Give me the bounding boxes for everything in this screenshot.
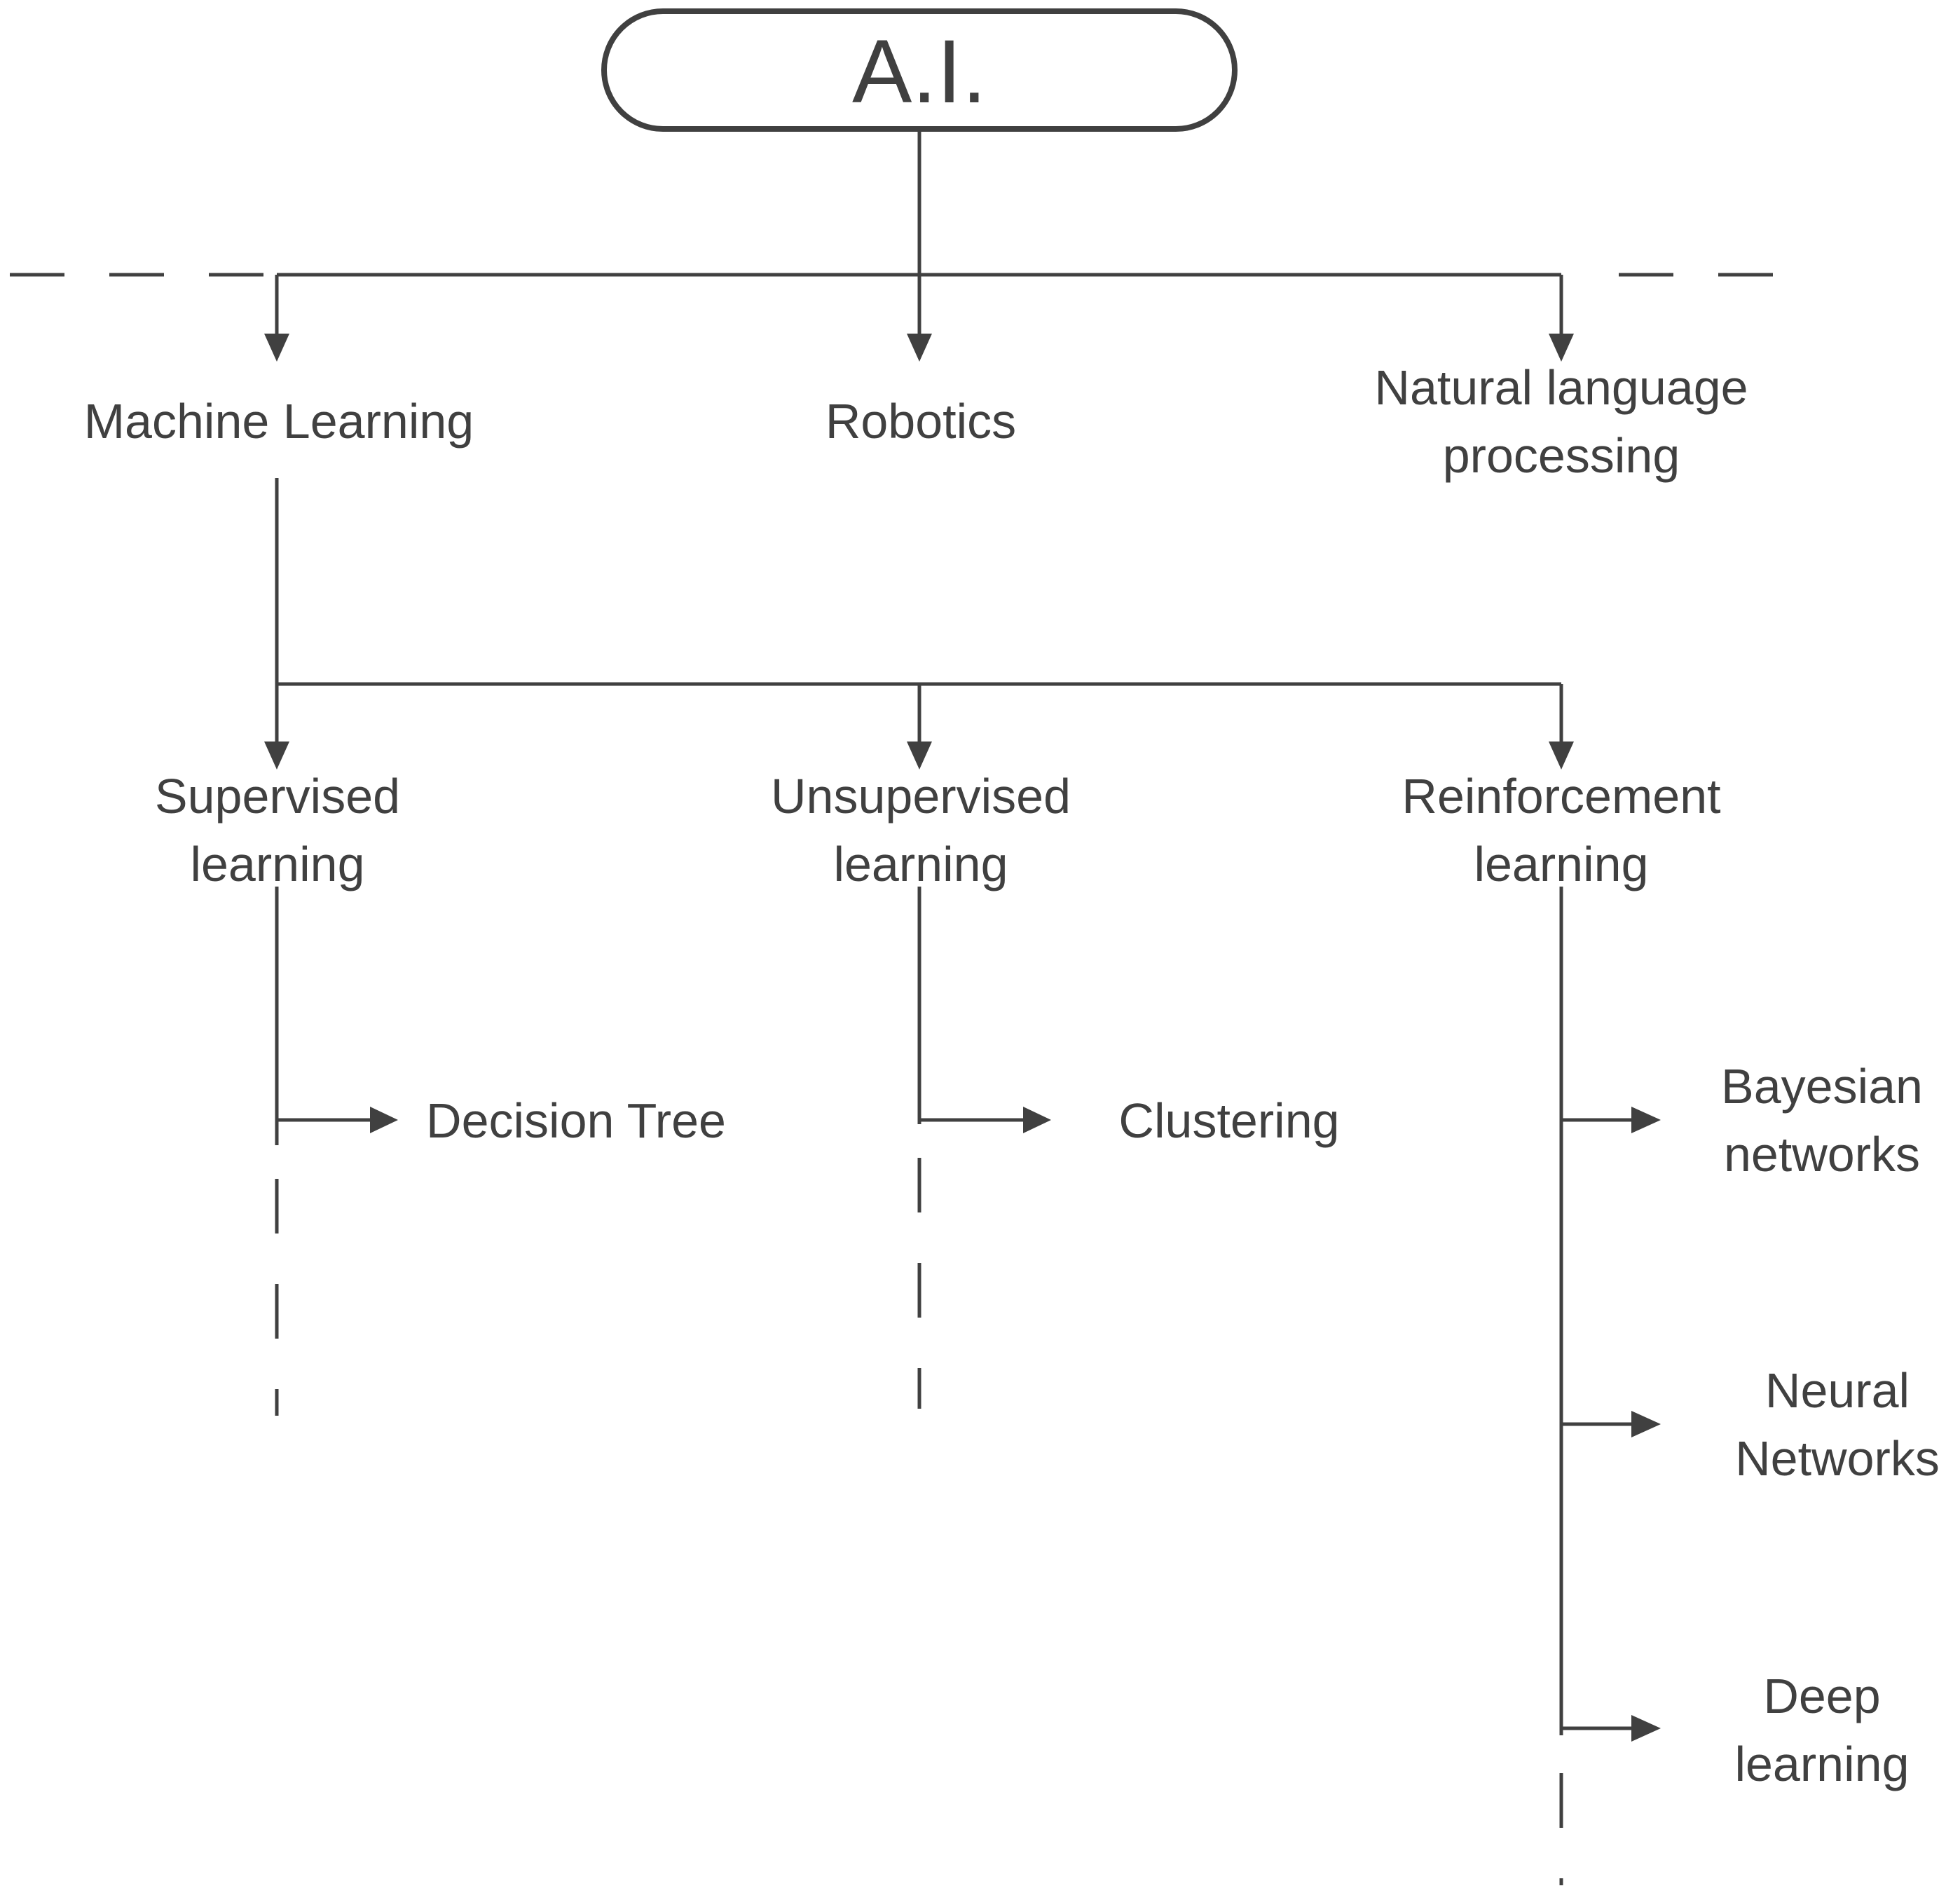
node-neural-line1: Neural	[1765, 1363, 1910, 1418]
node-clustering: Clustering	[1118, 1093, 1339, 1148]
arrowhead-unsupervised	[907, 742, 932, 770]
arrowhead-nlp	[1549, 334, 1574, 362]
arrowhead-bayesian	[1631, 1107, 1661, 1133]
node-deep-line1: Deep	[1763, 1669, 1880, 1723]
arrowhead-robotics	[907, 334, 932, 362]
node-nlp-line2: processing	[1443, 428, 1680, 483]
arrowhead-deep	[1631, 1715, 1661, 1742]
node-bayesian-line2: networks	[1724, 1127, 1920, 1182]
arrowhead-supervised	[264, 742, 289, 770]
node-unsupervised-line1: Unsupervised	[771, 769, 1071, 824]
arrowhead-neural	[1631, 1411, 1661, 1437]
node-machine-learning: Machine Learning	[84, 394, 474, 449]
node-deep-line2: learning	[1734, 1737, 1909, 1791]
node-unsupervised-line2: learning	[833, 837, 1008, 891]
node-supervised-line1: Supervised	[155, 769, 400, 824]
node-neural-line2: Networks	[1735, 1431, 1940, 1486]
node-reinforcement-line2: learning	[1474, 837, 1648, 891]
node-decision-tree: Decision Tree	[426, 1093, 726, 1148]
arrowhead-clustering	[1023, 1107, 1051, 1133]
node-nlp-line1: Natural language	[1374, 360, 1748, 415]
root-node-label: A.I.	[852, 22, 987, 122]
arrowhead-decision-tree	[370, 1107, 398, 1133]
arrowhead-machine-learning	[264, 334, 289, 362]
node-reinforcement-line1: Reinforcement	[1402, 769, 1720, 824]
node-supervised-line2: learning	[190, 837, 364, 891]
node-bayesian-line1: Bayesian	[1721, 1059, 1923, 1114]
arrowhead-reinforcement	[1549, 742, 1574, 770]
node-robotics: Robotics	[825, 394, 1016, 449]
